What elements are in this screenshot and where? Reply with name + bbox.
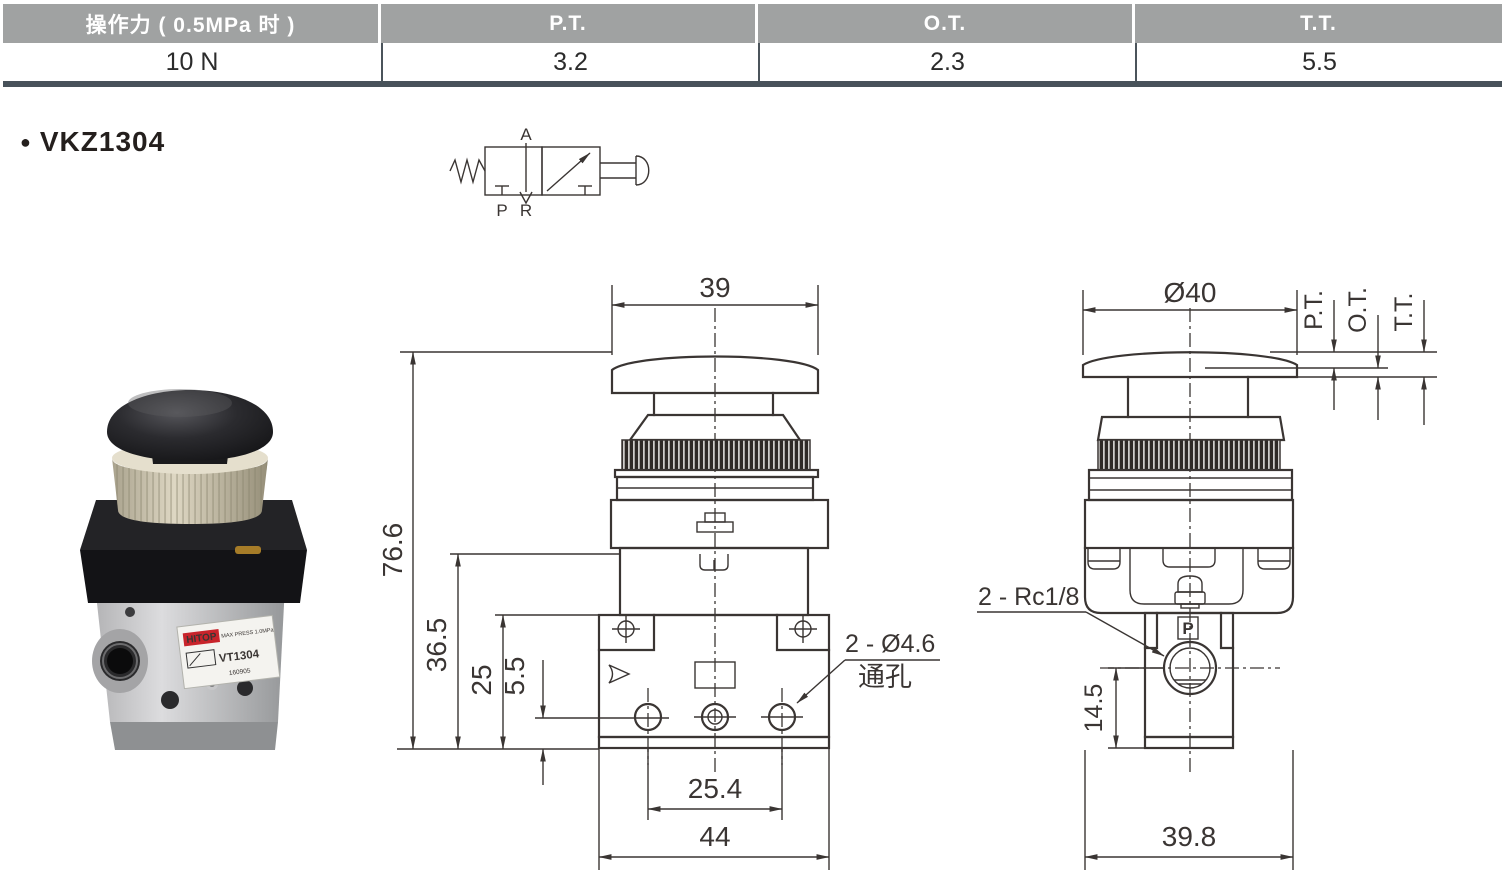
spec-table-value-row: 10 N 3.2 2.3 5.5 xyxy=(3,43,1502,81)
port-mark-text: P xyxy=(1182,619,1193,638)
dim-upper-height: 36.5 xyxy=(421,553,620,750)
spec-value-pt: 3.2 xyxy=(381,43,758,81)
photo-model-text: VT1304 xyxy=(218,648,260,665)
valve-symbol-flow-paths xyxy=(495,143,592,205)
photo-brass-pin xyxy=(235,546,261,554)
photo-label: HITOP MAX PRESS 1.0MPa VT1304 160905 xyxy=(176,614,281,690)
side-view-drawing: P Ø40 P.T. O.T. T.T. xyxy=(977,277,1437,870)
push-button-actuator-icon xyxy=(600,155,650,186)
spec-table: 操作力 ( 0.5MPa 时 ) P.T. O.T. T.T. 10 N 3.2… xyxy=(3,4,1502,87)
thread-callout-text: 2 - Rc1/8 xyxy=(978,583,1079,611)
front-view-centerlines xyxy=(647,308,783,775)
hole-callout-line2: 通孔 xyxy=(858,662,912,692)
spec-value-ot: 2.3 xyxy=(758,43,1135,81)
spec-table-bottom-rule xyxy=(3,81,1502,87)
front-view-features xyxy=(608,615,817,732)
dim-total-height-text: 76.6 xyxy=(377,523,408,578)
dim-port-height: 14.5 xyxy=(1080,667,1164,749)
hole-callout-line1: 2 - Ø4.6 xyxy=(845,630,935,658)
front-knurl-band xyxy=(621,439,811,471)
section-title: ● VKZ1304 xyxy=(20,126,165,158)
thread-callout: 2 - Rc1/8 xyxy=(977,583,1165,657)
dim-over-travel-text: O.T. xyxy=(1344,287,1372,333)
dim-pre-travel: P.T. xyxy=(1300,290,1337,410)
flow-direction-icon xyxy=(608,664,631,684)
dim-cap-width-text: 39 xyxy=(699,272,730,303)
side-knurl-band xyxy=(1097,439,1281,471)
dim-cap-width: 39 xyxy=(611,272,819,355)
spec-header-force: 操作力 ( 0.5MPa 时 ) xyxy=(3,4,378,43)
hole-callout: 2 - Ø4.6 通孔 xyxy=(796,630,940,704)
spec-header-ot: O.T. xyxy=(758,4,1132,43)
dim-side-body-width-text: 39.8 xyxy=(1162,821,1217,852)
dim-body-height-text: 25 xyxy=(466,664,497,695)
bracket-screw xyxy=(1177,575,1203,593)
product-photo: HITOP MAX PRESS 1.0MPa VT1304 160905 xyxy=(80,389,307,750)
symbol-port-r-label: R xyxy=(520,201,532,220)
front-view-drawing: 39 76.6 36.5 25 5.5 xyxy=(377,272,940,870)
dim-cap-dia-text: Ø40 xyxy=(1164,277,1217,308)
dim-body-width: 44 xyxy=(598,748,830,870)
dim-side-body-width: 39.8 xyxy=(1084,750,1294,870)
dim-total-travel-text: T.T. xyxy=(1390,293,1418,332)
spring-icon xyxy=(449,157,486,185)
spec-value-force: 10 N xyxy=(165,47,219,76)
dim-cap-dia: Ø40 xyxy=(1082,277,1298,355)
dim-port-spacing: 25.4 xyxy=(647,748,783,820)
side-view-outline xyxy=(1081,351,1437,750)
bullet-icon: ● xyxy=(20,131,31,152)
spec-table-header-row: 操作力 ( 0.5MPa 时 ) P.T. O.T. T.T. xyxy=(3,4,1502,43)
spec-value-tt: 5.5 xyxy=(1135,43,1502,81)
dim-total-travel: T.T. xyxy=(1390,293,1427,425)
dim-port-offset-text: 5.5 xyxy=(499,657,530,696)
symbol-port-a-label: A xyxy=(520,125,532,144)
dim-total-height: 76.6 xyxy=(377,351,612,750)
dim-upper-height-text: 36.5 xyxy=(421,618,452,673)
dim-body-width-text: 44 xyxy=(699,821,730,852)
photo-mushroom-cap xyxy=(107,389,273,464)
dim-port-spacing-text: 25.4 xyxy=(688,773,743,804)
dim-body-height: 25 xyxy=(466,614,599,750)
pneumatic-symbol: A P R xyxy=(449,125,650,220)
dim-port-offset: 5.5 xyxy=(499,657,669,785)
spec-header-pt: P.T. xyxy=(381,4,755,43)
spec-header-tt: T.T. xyxy=(1135,4,1502,43)
dim-port-height-text: 14.5 xyxy=(1080,684,1108,733)
side-view-port: P xyxy=(1162,616,1218,696)
photo-serial-text: 160905 xyxy=(229,667,252,677)
model-name: VKZ1304 xyxy=(39,126,166,157)
symbol-port-p-label: P xyxy=(496,201,507,220)
dim-pre-travel-text: P.T. xyxy=(1300,290,1328,330)
front-view-outline xyxy=(597,355,831,750)
photo-brand-text: HITOP xyxy=(186,631,218,646)
dim-over-travel: O.T. xyxy=(1344,287,1381,420)
